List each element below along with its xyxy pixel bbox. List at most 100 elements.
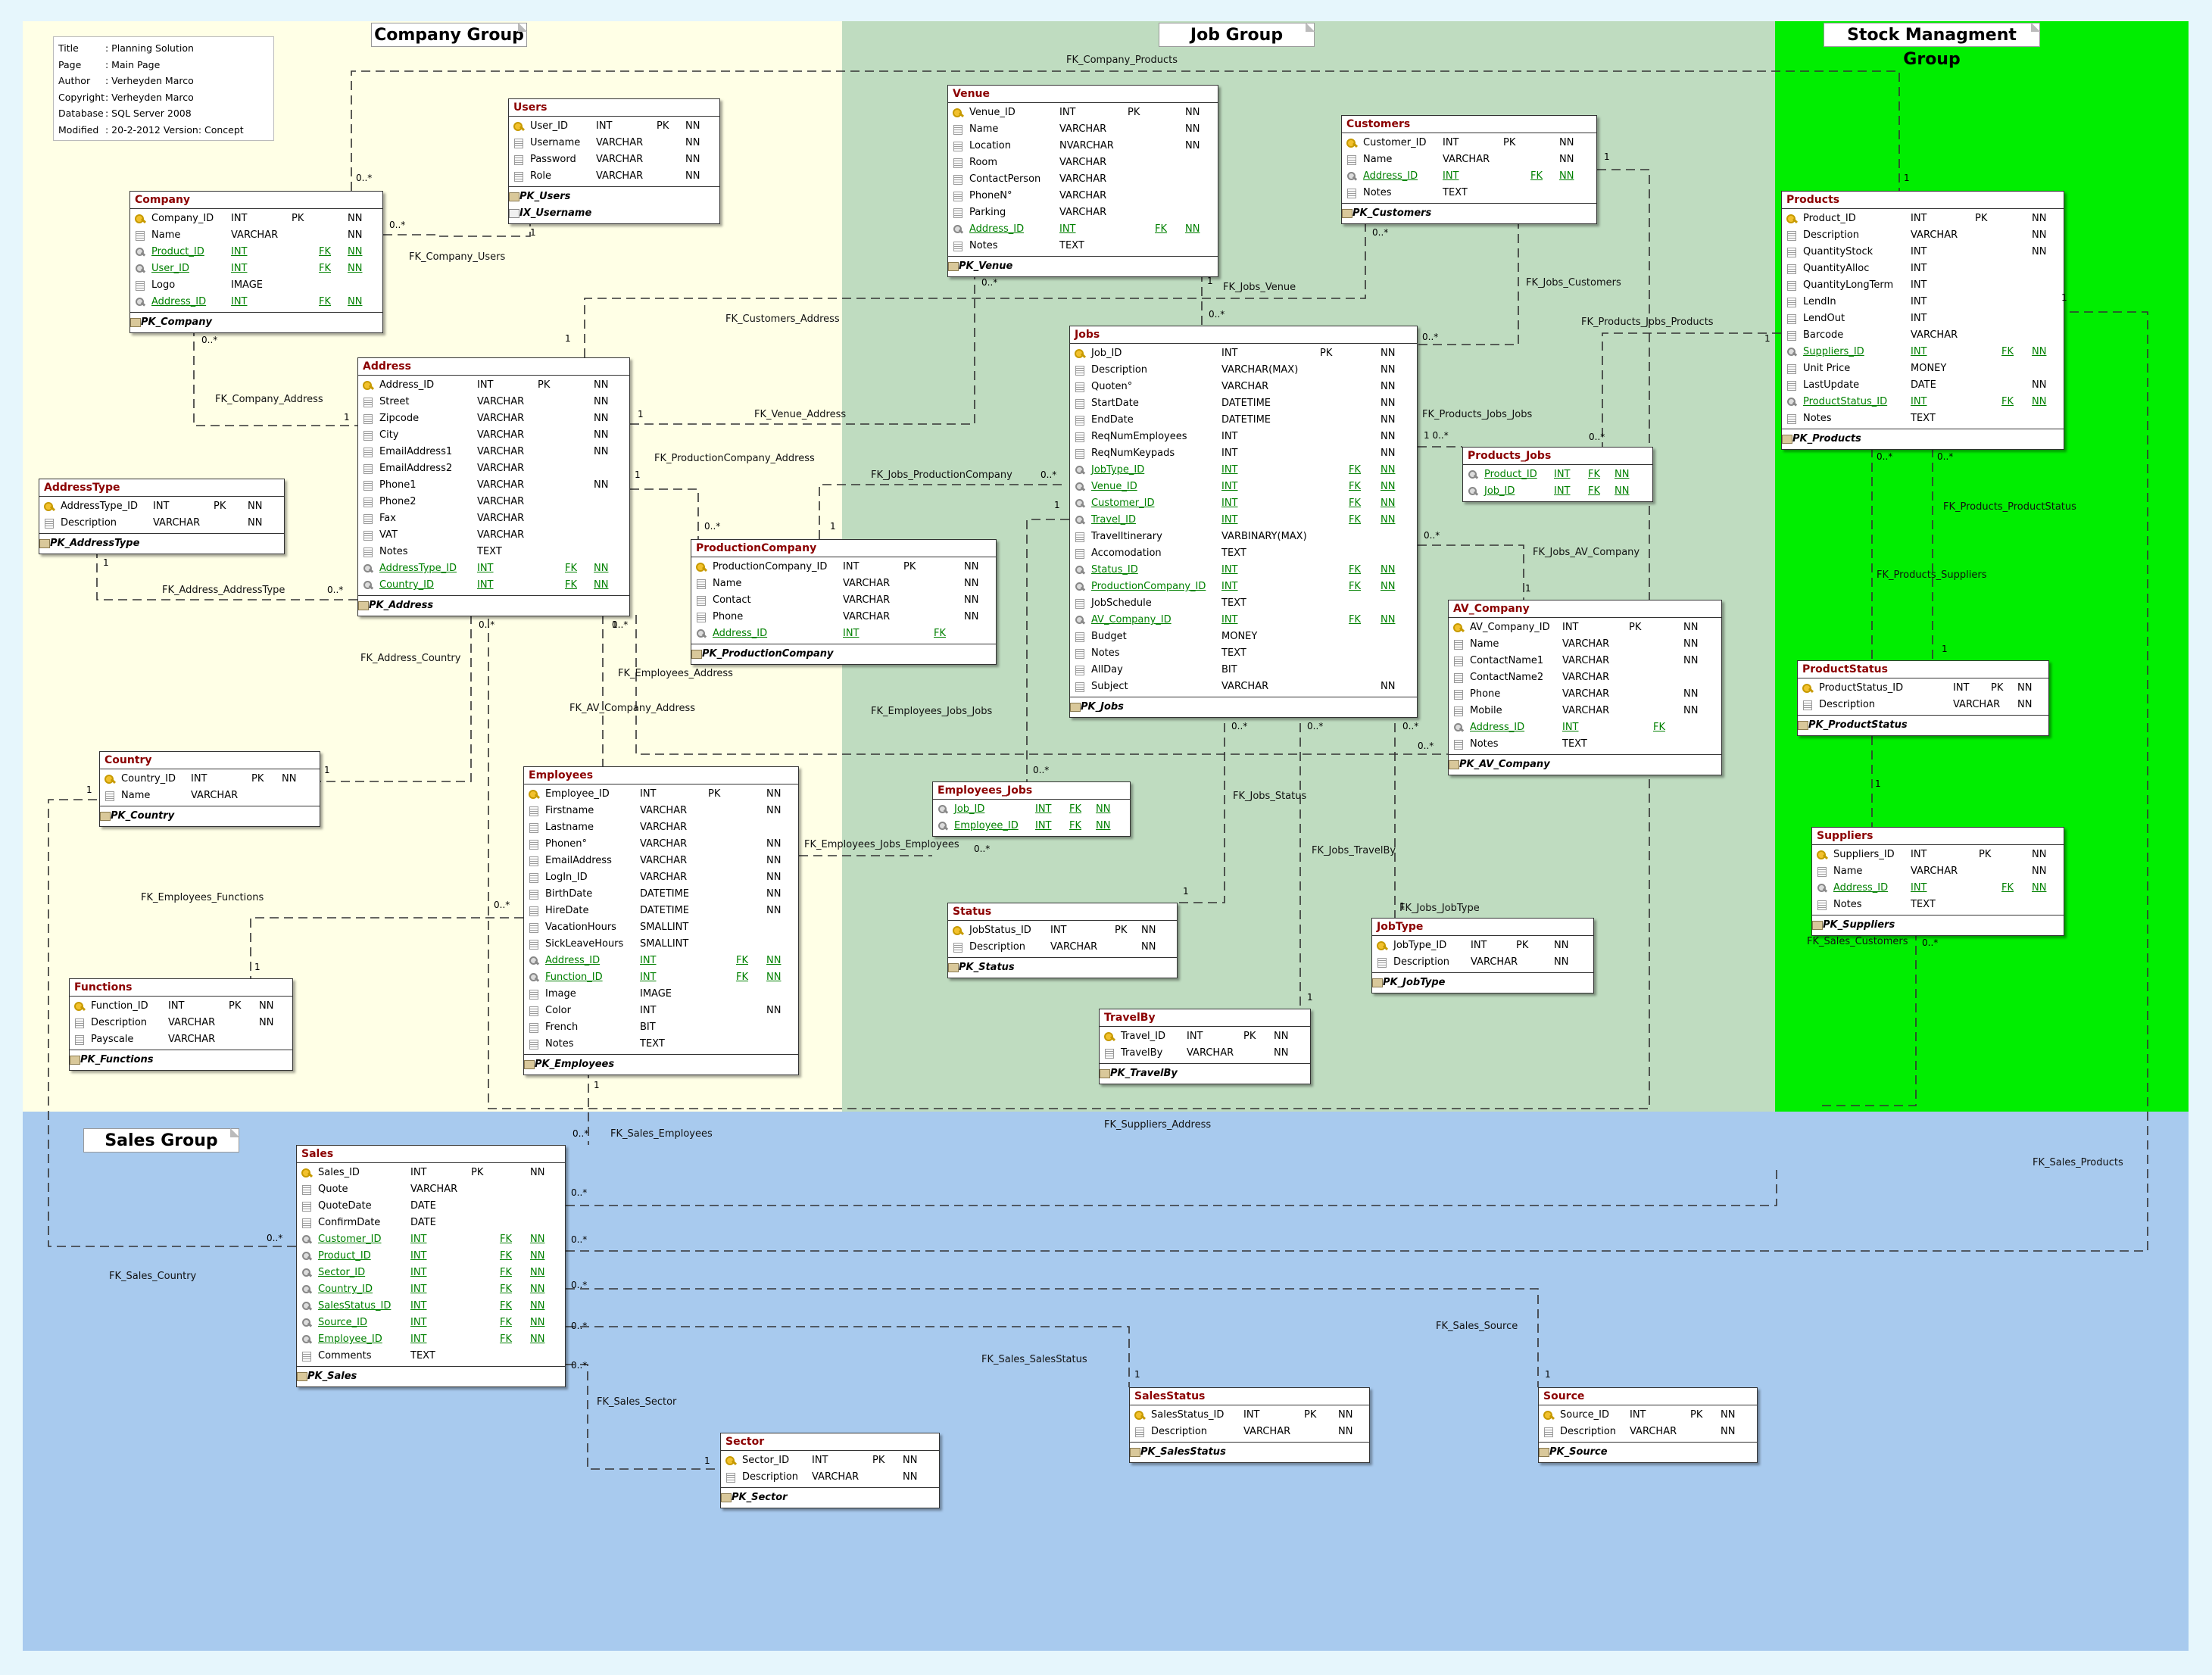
relationship-label-fk-sales-sector[interactable]: FK_Sales_Sector [597,1396,677,1408]
relationship-label-fk-products-jobs-products[interactable]: FK_Products_Jobs_Products [1581,317,1714,328]
relationship-label-fk-jobs-productioncompany[interactable]: FK_Jobs_ProductionCompany [871,469,1012,481]
table-index-row[interactable]: PK_AddressType [39,535,284,552]
relationship-label-fk-products-productstatus[interactable]: FK_Products_ProductStatus [1943,501,2076,513]
table-index-row[interactable]: PK_AV_Company [1449,756,1721,773]
relationship-label-fk-employees-functions[interactable]: FK_Employees_Functions [141,892,264,903]
relationship-label-fk-company-products[interactable]: FK_Company_Products [1066,55,1178,66]
relationship-label-fk-sales-employees[interactable]: FK_Sales_Employees [610,1128,713,1140]
relationship-label-fk-sales-country[interactable]: FK_Sales_Country [109,1271,197,1282]
relationship-label-fk-products-jobs-jobs[interactable]: FK_Products_Jobs_Jobs [1422,409,1533,420]
relationship-label-fk-jobs-customers[interactable]: FK_Jobs_Customers [1526,277,1621,289]
relationship-label-fk-address-addresstype[interactable]: FK_Address_AddressType [162,585,285,596]
relationship-label-fk-jobs-travelby[interactable]: FK_Jobs_TravelBy [1312,845,1396,856]
table-index-row[interactable]: PK_Functions [70,1052,292,1068]
relationship-label-fk-jobs-venue[interactable]: FK_Jobs_Venue [1223,282,1296,293]
table-index-row[interactable]: PK_TravelBy [1100,1065,1310,1082]
table-index-row[interactable]: PK_Sector [721,1489,939,1506]
relationship-label-fk-jobs-status[interactable]: FK_Jobs_Status [1233,791,1307,802]
relationship-label-fk-customers-address[interactable]: FK_Customers_Address [725,313,840,325]
relationship-label-fk-employees-jobs-employees[interactable]: FK_Employees_Jobs_Employees [804,839,959,850]
table-index-row[interactable]: PK_JobType [1372,975,1593,991]
table-index-row[interactable]: PK_Status [948,959,1177,976]
relationship-label-fk-sales-source[interactable]: FK_Sales_Source [1436,1321,1518,1332]
relationship-label-fk-productioncompany-address[interactable]: FK_ProductionCompany_Address [654,453,815,464]
table-index-row[interactable]: PK_ProductionCompany [691,646,996,663]
